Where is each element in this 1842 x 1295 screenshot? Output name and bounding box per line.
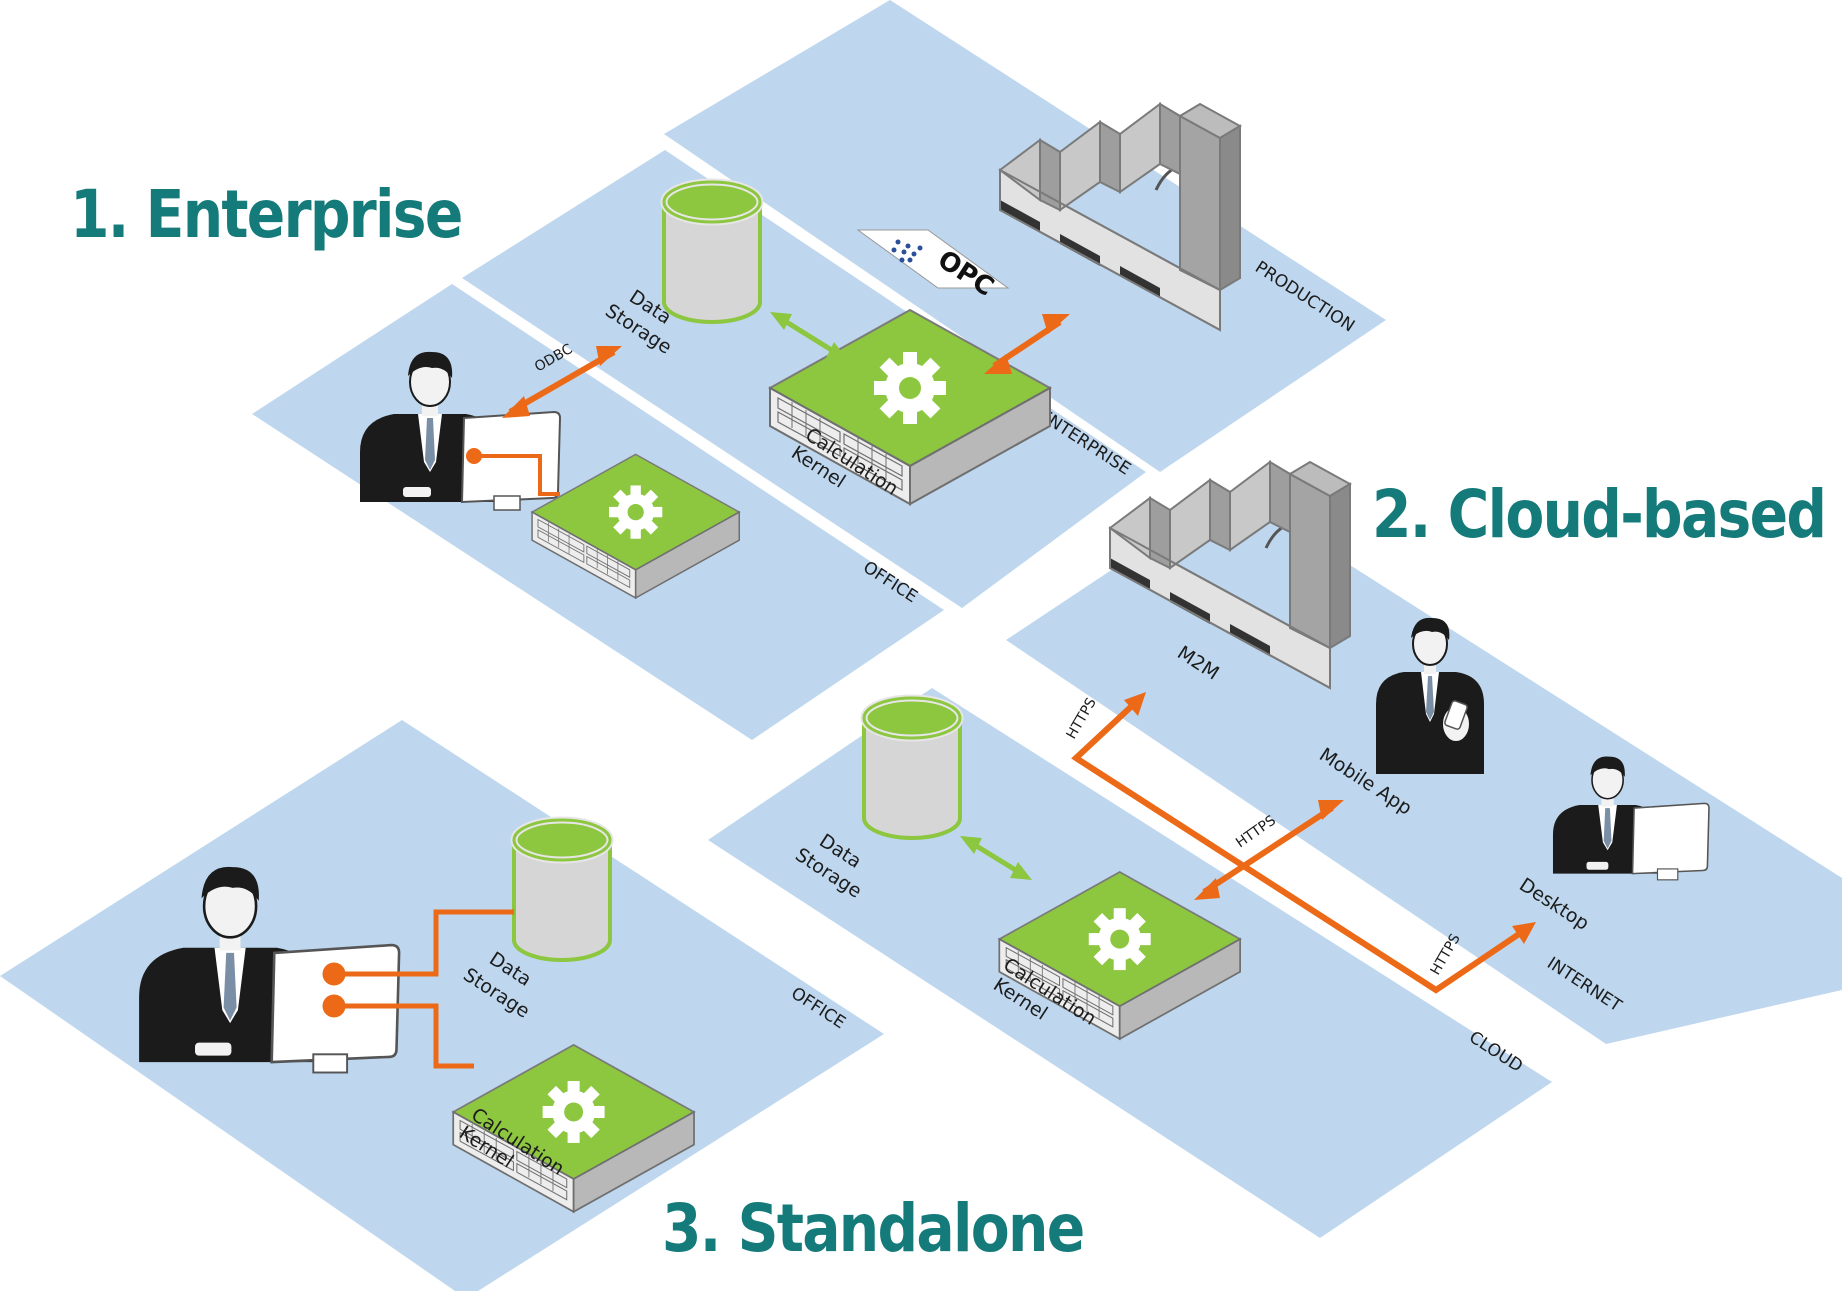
database-icon: [664, 182, 760, 322]
arrow-https-desktop: [1074, 755, 1536, 994]
database-icon: [514, 820, 610, 960]
connector-desktop-to-storage: [322, 909, 514, 986]
arrow-odbc: [502, 346, 622, 418]
arrow-https-mobile: [1194, 800, 1344, 900]
arrow-storage-kernel: [770, 312, 848, 360]
heading-cloud-based: 2. Cloud-based: [1372, 476, 1827, 553]
connector-desktop-to-kernel: [322, 994, 474, 1069]
heading-enterprise: 1. Enterprise: [70, 176, 463, 253]
heading-standalone: 3. Standalone: [662, 1190, 1085, 1267]
zone-plane-production: [664, 0, 1386, 472]
https-label-m2m: HTTPS: [1064, 695, 1100, 742]
database-icon: [864, 698, 960, 838]
connector-desktop-to-local-kernel: [466, 448, 560, 496]
arrow-kernel-factory: [984, 314, 1070, 374]
arrow-cloud-storage-kernel: [960, 836, 1032, 880]
https-label-desktop: HTTPS: [1428, 931, 1464, 978]
